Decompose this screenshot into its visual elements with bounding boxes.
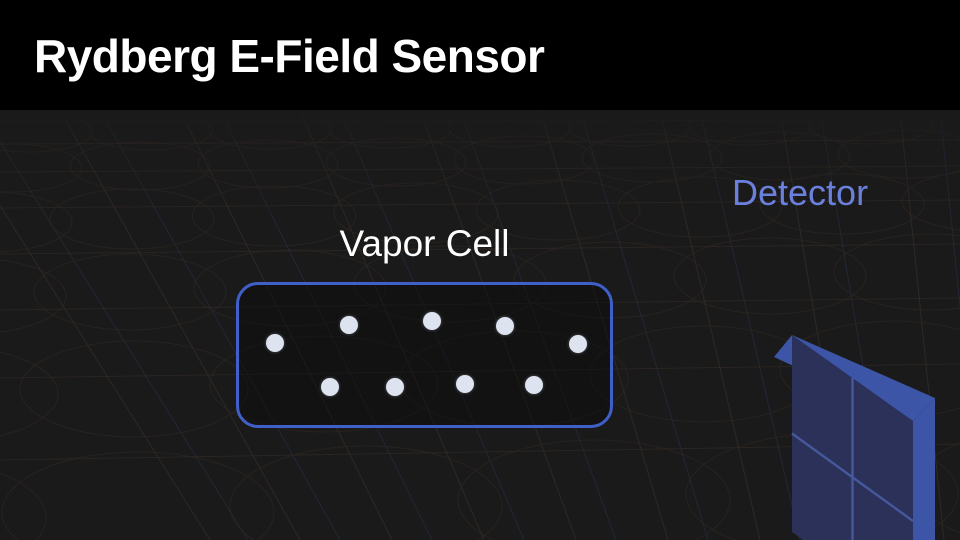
atom-dot xyxy=(340,316,358,334)
detector-grid-lines xyxy=(791,378,914,540)
atom-dot xyxy=(456,375,474,393)
vapor-cell-label: Vapor Cell xyxy=(339,223,510,264)
detector-label: Detector xyxy=(732,172,869,213)
atom-dot xyxy=(321,378,339,396)
vapor-cell-group: Vapor Cell xyxy=(0,110,960,540)
perspective-grid-background xyxy=(0,110,960,540)
title-bar: Rydberg E-Field Sensor xyxy=(0,0,960,110)
atom-dot xyxy=(423,312,441,330)
detector-panel[interactable] xyxy=(770,205,960,540)
vapor-cell-boundary[interactable] xyxy=(236,282,613,428)
page-title: Rydberg E-Field Sensor xyxy=(34,30,545,82)
atom-dot xyxy=(525,376,543,394)
detector-grid-line-horizontal xyxy=(791,432,914,522)
detector-right-thickness xyxy=(913,398,935,540)
atom-dot xyxy=(496,317,514,335)
scene-viewport: Vapor Cell Detector xyxy=(0,110,960,540)
atom-dot xyxy=(386,378,404,396)
atom-dot xyxy=(569,335,587,353)
detector-group: Detector xyxy=(0,110,960,540)
atom-dot xyxy=(266,334,284,352)
